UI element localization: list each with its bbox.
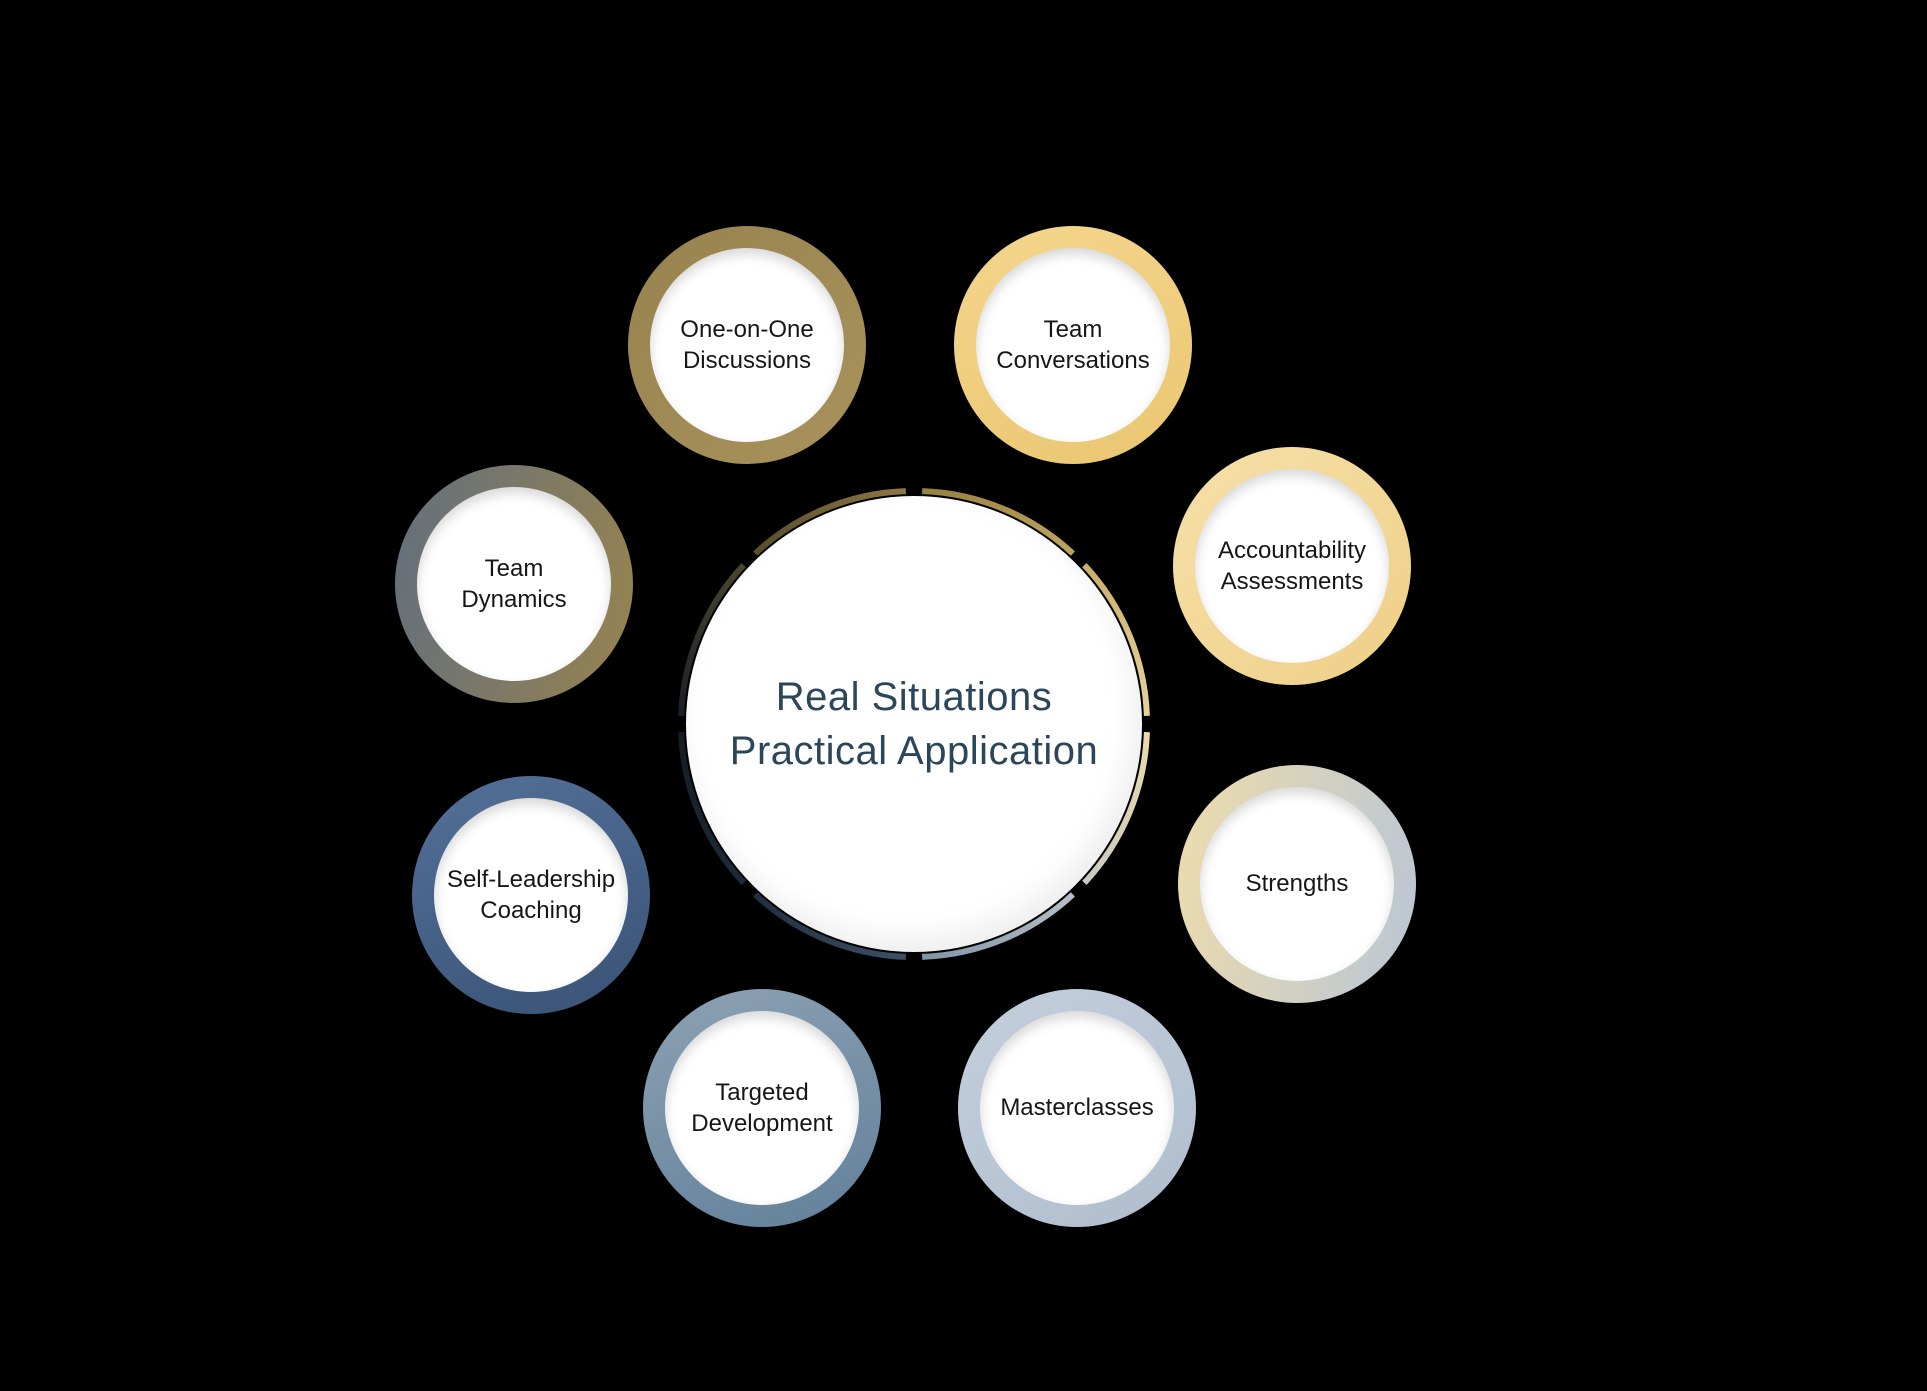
node-team-conversations-label: Team Conversations bbox=[996, 315, 1150, 374]
node-team-conversations-inner: Team Conversations bbox=[976, 248, 1170, 442]
node-accountability-assessments: Accountability Assessments bbox=[1173, 447, 1411, 685]
node-one-on-one-discussions-label: One-on-One Discussions bbox=[680, 315, 814, 374]
node-self-leadership-coaching-label: Self-Leadership Coaching bbox=[446, 865, 616, 924]
node-strengths-label: Strengths bbox=[1245, 870, 1349, 898]
node-targeted-development-label: Targeted Development bbox=[691, 1078, 833, 1137]
node-team-dynamics-inner: Team Dynamics bbox=[417, 487, 611, 681]
node-targeted-development-inner: Targeted Development bbox=[665, 1011, 859, 1205]
center-circle: Real Situations Practical Application bbox=[686, 496, 1142, 952]
node-accountability-assessments-label: Accountability Assessments bbox=[1217, 536, 1367, 595]
node-team-dynamics-label: Team Dynamics bbox=[461, 554, 567, 613]
node-masterclasses: Masterclasses bbox=[958, 989, 1196, 1227]
node-strengths: Strengths bbox=[1178, 765, 1416, 1003]
node-self-leadership-coaching-inner: Self-Leadership Coaching bbox=[434, 798, 628, 992]
node-one-on-one-discussions: One-on-One Discussions bbox=[628, 226, 866, 464]
node-targeted-development: Targeted Development bbox=[643, 989, 881, 1227]
node-masterclasses-label: Masterclasses bbox=[1000, 1094, 1154, 1122]
center-title: Real Situations Practical Application bbox=[729, 675, 1099, 773]
node-team-dynamics: Team Dynamics bbox=[395, 465, 633, 703]
node-accountability-assessments-inner: Accountability Assessments bbox=[1195, 469, 1389, 663]
node-team-conversations: Team Conversations bbox=[954, 226, 1192, 464]
node-strengths-inner: Strengths bbox=[1200, 787, 1394, 981]
node-masterclasses-inner: Masterclasses bbox=[980, 1011, 1174, 1205]
node-one-on-one-discussions-inner: One-on-One Discussions bbox=[650, 248, 844, 442]
node-self-leadership-coaching: Self-Leadership Coaching bbox=[412, 776, 650, 1014]
